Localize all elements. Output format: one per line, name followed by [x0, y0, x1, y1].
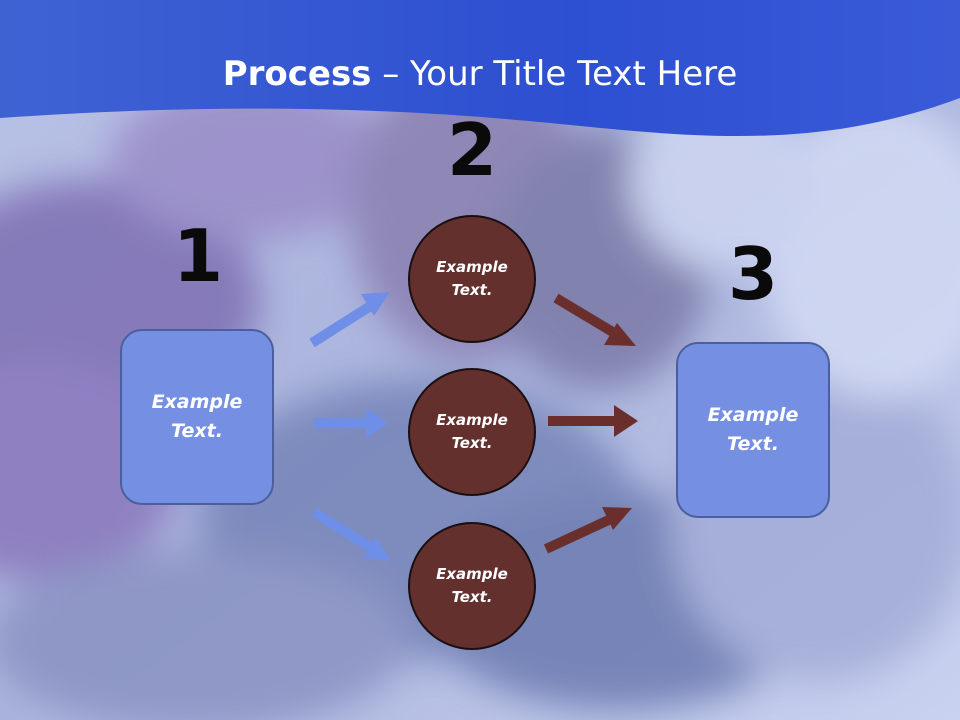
arrow-blue-down — [311, 507, 391, 561]
circle-middle-line2: Text. — [451, 434, 493, 452]
title-rest: – Your Title Text Here — [371, 54, 738, 94]
slide-title: Process – Your Title Text Here — [0, 52, 960, 96]
right-box: Example Text. — [676, 342, 830, 518]
circle-bottom: Example Text. — [408, 522, 536, 650]
title-strong: Process — [222, 54, 372, 94]
circle-bottom-line2: Text. — [451, 588, 493, 606]
right-box-line1: Example — [707, 404, 799, 426]
circle-middle-line1: Example — [436, 411, 508, 429]
arrow-blue-middle — [314, 408, 388, 438]
left-box-line2: Text. — [171, 420, 223, 442]
circle-middle: Example Text. — [408, 368, 536, 496]
left-box: Example Text. — [120, 329, 274, 505]
circle-top-line1: Example — [436, 258, 508, 276]
circle-top-line2: Text. — [451, 281, 493, 299]
circle-bottom-line1: Example — [436, 565, 508, 583]
arrow-brown-middle — [548, 405, 638, 437]
circle-top: Example Text. — [408, 215, 536, 343]
arrow-brown-down — [553, 293, 636, 346]
stage-number-1: 1 — [172, 214, 224, 298]
stage-number-3: 3 — [727, 232, 779, 316]
right-box-line2: Text. — [727, 433, 779, 455]
left-box-line1: Example — [151, 391, 243, 413]
arrow-brown-up — [543, 507, 632, 554]
header-band — [0, 0, 960, 137]
arrow-blue-up — [309, 292, 390, 348]
stage-number-2: 2 — [446, 108, 498, 192]
